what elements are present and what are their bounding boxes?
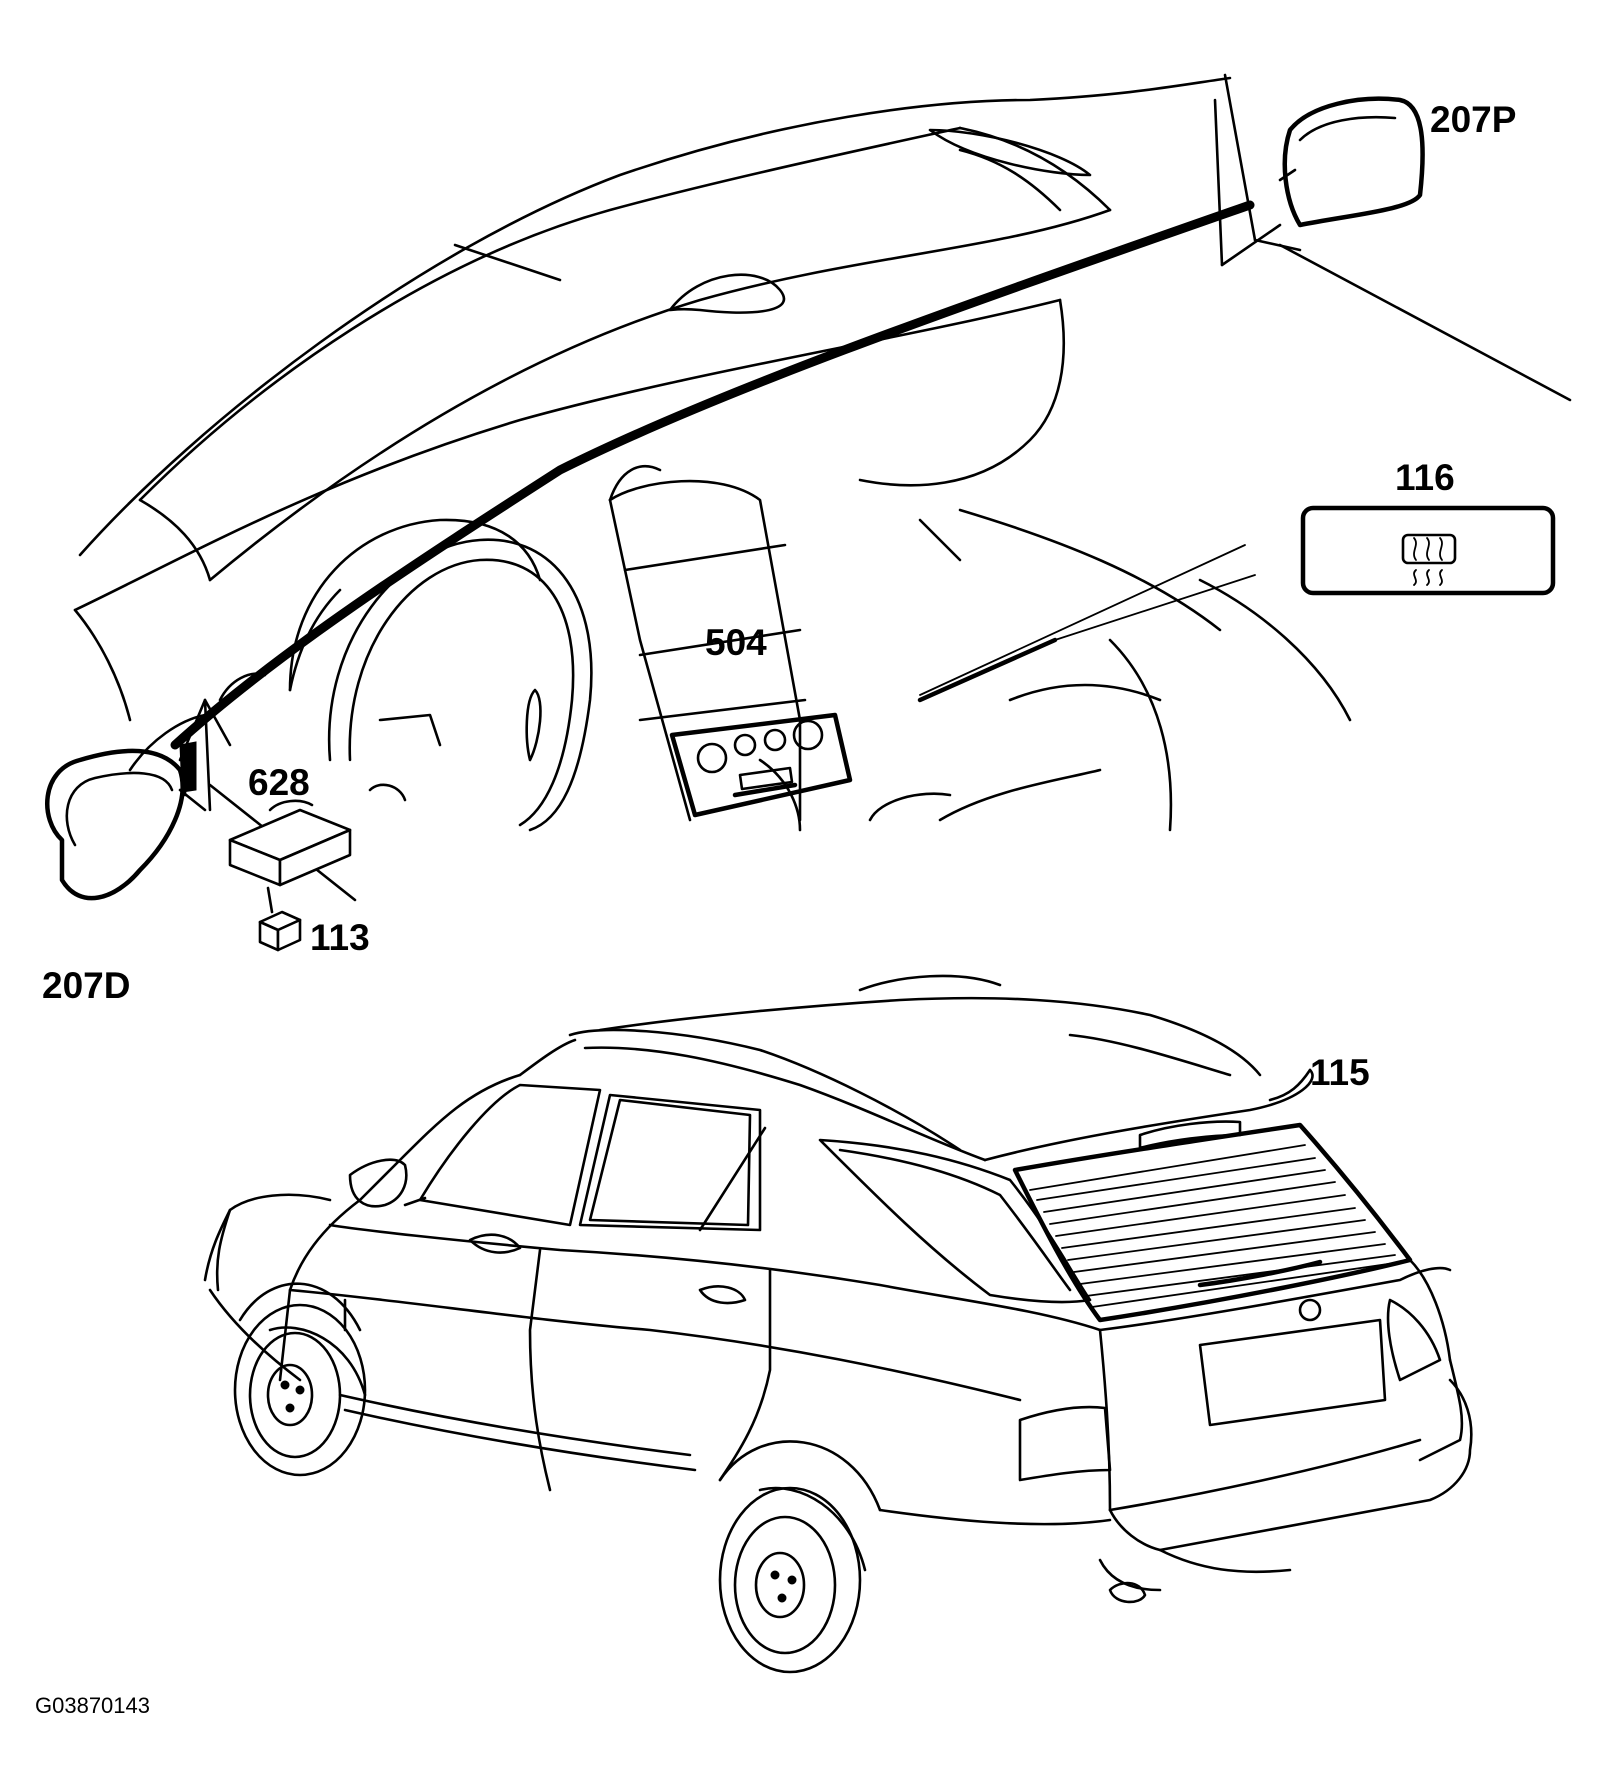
callout-628: 628	[248, 762, 310, 803]
callout-115: 115	[1310, 1052, 1370, 1093]
callout-207d: 207D	[42, 965, 130, 1006]
callout-116: 116	[1395, 457, 1455, 498]
car-view	[203, 974, 1473, 1674]
callout-113: 113	[310, 917, 370, 958]
callout-504: 504	[705, 622, 767, 663]
switch-116-box	[1300, 505, 1556, 596]
rear-window-heater-grid	[1029, 1144, 1403, 1308]
component-connector-113	[258, 886, 302, 952]
front-wheel	[233, 1303, 367, 1477]
figure-id: G03870143	[35, 1693, 150, 1718]
component-box-628	[228, 808, 352, 887]
callout-207p: 207P	[1430, 99, 1516, 140]
rear-wheel	[718, 1486, 867, 1674]
dashboard-view	[45, 73, 1572, 902]
rear-defroster-symbol-icon	[1401, 533, 1457, 586]
